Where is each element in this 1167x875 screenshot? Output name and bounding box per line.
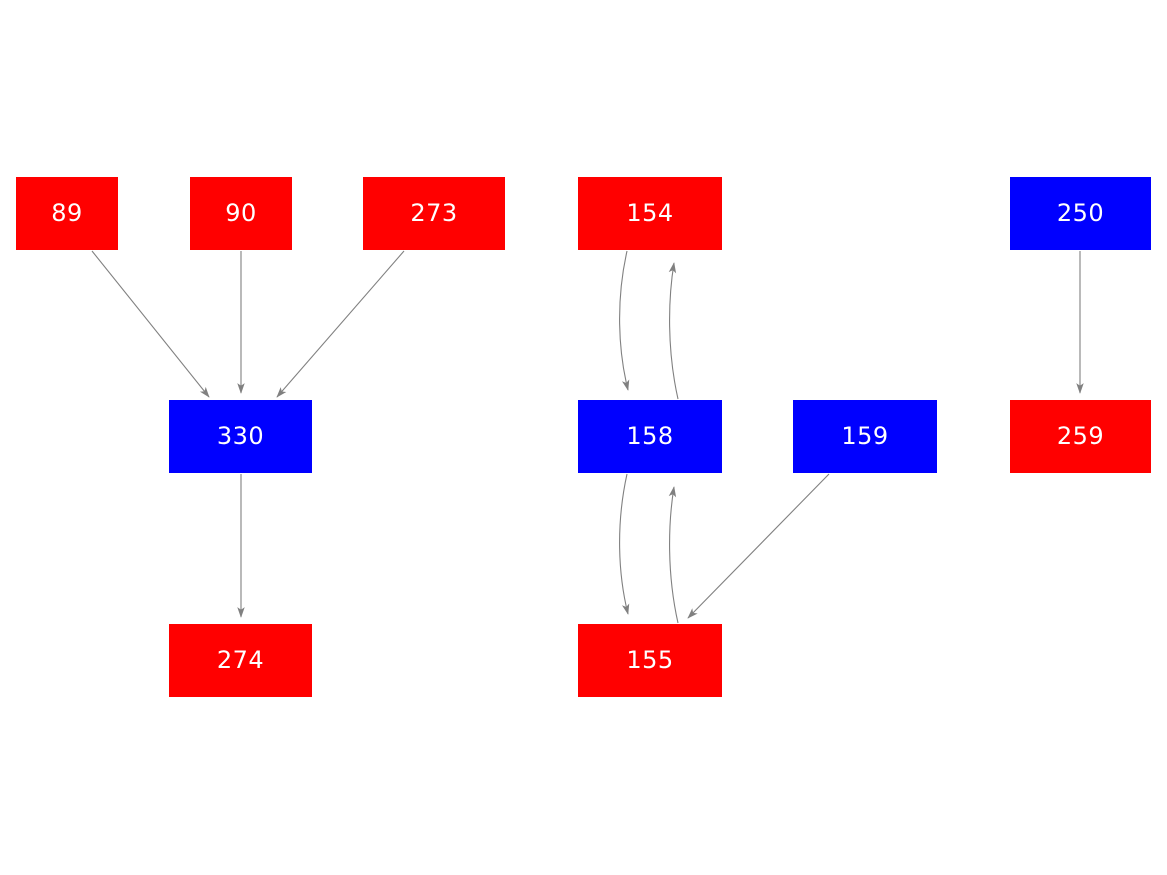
edge-n159-to-n155: [687, 473, 830, 619]
graph-node-label: 158: [626, 421, 674, 450]
graph-node-label: 250: [1056, 198, 1105, 227]
graph-node-259[interactable]: 259: [1010, 400, 1151, 473]
graph-node-274[interactable]: 274: [169, 624, 312, 697]
edge-n158-to-n154: [668, 262, 679, 400]
graph-node-label: 89: [51, 198, 83, 227]
edge-n158-to-n155: [619, 473, 630, 615]
graph-node-label: 274: [216, 645, 265, 674]
graph-node-label: 155: [626, 645, 674, 674]
graph-node-label: 159: [841, 421, 889, 450]
graph-node-89[interactable]: 89: [16, 177, 118, 250]
graph-node-273[interactable]: 273: [363, 177, 505, 250]
graph-node-158[interactable]: 158: [578, 400, 722, 473]
graph-node-250[interactable]: 250: [1010, 177, 1151, 250]
graph-node-label: 90: [225, 198, 257, 227]
edge-n155-to-n158: [668, 486, 679, 624]
edge-n273-to-n330: [276, 250, 405, 398]
graph-node-label: 273: [410, 198, 458, 227]
graph-node-label: 259: [1056, 421, 1105, 450]
graph-node-154[interactable]: 154: [578, 177, 722, 250]
graph-node-159[interactable]: 159: [793, 400, 937, 473]
graph-node-label: 154: [626, 198, 674, 227]
graph-node-label: 330: [216, 421, 265, 450]
graph-node-90[interactable]: 90: [190, 177, 292, 250]
edge-n154-to-n158: [619, 250, 630, 391]
graph-node-155[interactable]: 155: [578, 624, 722, 697]
edge-n89-to-n330: [91, 250, 210, 398]
graph-node-330[interactable]: 330: [169, 400, 312, 473]
